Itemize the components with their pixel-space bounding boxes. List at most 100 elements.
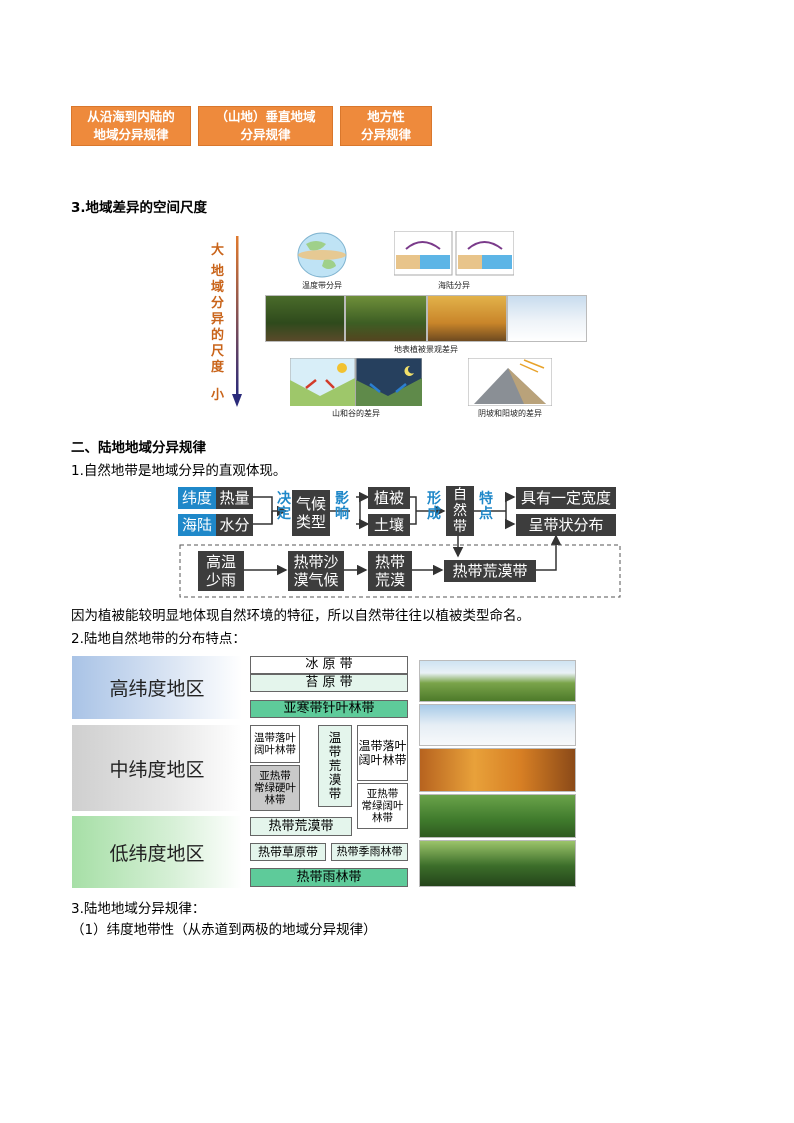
soil-box: 土壤 [368, 514, 410, 536]
autumn-forest-photo [427, 295, 507, 342]
feature-char: 特 [479, 491, 493, 507]
certain-width-box: 具有一定宽度 [516, 487, 616, 509]
box-line: 分异规律 [360, 127, 411, 142]
green-forest-photo [345, 295, 427, 342]
rainforest-photo [265, 295, 345, 342]
monsoon-forest-zone: 热带季雨林带 [331, 843, 408, 861]
natural-zone-char: 带 [453, 519, 467, 535]
tundra-zone: 苔 原 带 [250, 674, 408, 692]
decide-char: 定 [277, 506, 291, 522]
desert-climate-box: 热带沙 漠气候 [288, 551, 344, 591]
paragraph-1: 1.自然地带是地域分异的直观体现。 [71, 463, 287, 479]
caption-sea-land: 海陆分异 [438, 281, 470, 290]
scale-bottom-label: 小 [211, 388, 225, 403]
heat-box: 热量 [216, 487, 253, 509]
temperate-deciduous-right: 温带落叶 阔叶林带 [357, 725, 408, 781]
influence-char: 影 [335, 491, 349, 507]
decide-char: 决 [277, 491, 291, 507]
decide-label: 决 定 [276, 492, 292, 522]
scale-char: 域 [211, 280, 225, 295]
subtropical-broadleaf-zone: 亚热带 常绿阔叶 林带 [357, 783, 408, 829]
section-3-title: 3.地域差异的空间尺度 [71, 200, 208, 216]
sea-land-diagram-icon [394, 231, 514, 276]
paragraph-3-1: （1）纬度地带性（从赤道到两极的地域分异规律） [71, 922, 377, 938]
mid-latitude-region: 中纬度地区 [72, 725, 242, 811]
scale-char: 地 [211, 264, 225, 279]
low-latitude-region: 低纬度地区 [72, 816, 242, 888]
feature-label: 特 点 [478, 492, 494, 522]
temperature-zone-globe-icon [297, 232, 347, 278]
box-line: 荒漠 [374, 571, 405, 589]
zone-line: 林带 [264, 794, 286, 806]
mountain-valley-diagram-icon [290, 358, 422, 406]
scale-char: 异 [211, 312, 225, 327]
part-2-title: 二、陆地地域分异规律 [71, 440, 206, 456]
vegetation-box: 植被 [368, 487, 410, 509]
deciduous-forest-photo [419, 748, 576, 792]
box-line: （山地）垂直地域 [215, 109, 316, 124]
tropical-desert-zone: 热带荒漠带 [250, 817, 352, 836]
zone-char: 带 [328, 744, 342, 759]
box-line: 地域分异规律 [93, 127, 169, 142]
scale-arrow [232, 236, 242, 407]
tropical-desert-box: 热带 荒漠 [368, 551, 412, 591]
feature-char: 点 [479, 506, 493, 522]
natural-zone-char: 然 [453, 503, 467, 519]
form-char: 成 [427, 506, 441, 522]
zone-line: 常绿硬叶 [254, 782, 296, 794]
slope-diagram-icon [468, 358, 552, 406]
sea-land-box: 海陆 [178, 514, 216, 536]
scale-char: 分 [211, 296, 225, 311]
box-line: 漠气候 [293, 571, 339, 589]
zone-line: 亚热带 [366, 788, 399, 800]
box-line: 从沿海到内陆的 [87, 109, 175, 124]
caption-vegetation: 地表植被景观差异 [394, 345, 458, 354]
flow-connectors [179, 491, 621, 598]
taiga-snow-photo [419, 704, 576, 746]
reason-paragraph: 因为植被能较明显地体现自然环境的特征，所以自然带往往以植被类型命名。 [71, 608, 530, 624]
coastal-inland-box: 从沿海到内陆的 地域分异规律 [71, 106, 191, 146]
snow-forest-photo [507, 295, 587, 342]
form-label: 形 成 [426, 492, 442, 522]
zone-line: 林带 [372, 812, 393, 824]
box-line: 地方性 [367, 109, 405, 124]
zone-char: 带 [328, 786, 342, 801]
savanna-zone: 热带草原带 [250, 843, 326, 861]
local-differentiation-box: 地方性 分异规律 [340, 106, 432, 146]
box-line: 分异规律 [240, 127, 291, 142]
zone-char: 温 [328, 730, 342, 745]
taiga-zone: 亚寒带针叶林带 [250, 700, 408, 718]
scale-char: 尺 [211, 344, 225, 359]
broadleaf-forest-photo [419, 794, 576, 838]
box-line: 少雨 [205, 571, 236, 589]
zone-line: 阔叶林带 [358, 753, 407, 767]
strip-distribution-box: 呈带状分布 [516, 514, 616, 536]
box-line: 热带沙 [293, 553, 339, 571]
latitude-box: 纬度 [178, 487, 216, 509]
natural-zone-char: 自 [453, 487, 467, 503]
climate-type-box: 气候类型 [292, 490, 330, 536]
temperate-deciduous-left: 温带落叶 阔叶林带 [250, 725, 300, 763]
high-temp-less-rain-box: 高温 少雨 [198, 551, 244, 591]
tropical-desert-zone-box: 热带荒漠带 [444, 560, 536, 582]
vertical-zonation-box: （山地）垂直地域 分异规律 [198, 106, 333, 146]
high-latitude-region: 高纬度地区 [72, 656, 242, 719]
paragraph-2: 2.陆地自然地带的分布特点： [71, 631, 246, 647]
zone-line: 常绿阔叶 [361, 800, 404, 812]
zone-line: 温带落叶 [358, 739, 407, 753]
scale-axis-label: 地 域 分 异 的 尺 度 [211, 264, 227, 376]
caption-temperature-zone: 温度带分异 [302, 281, 342, 290]
tundra-photo [419, 660, 576, 702]
zone-char: 荒 [328, 758, 342, 773]
influence-label: 影 响 [334, 492, 350, 522]
zone-line: 温带落叶 [254, 732, 296, 744]
zone-line: 亚热带 [259, 770, 291, 782]
zone-line: 阔叶林带 [254, 744, 296, 756]
subtropical-sclerophyll-zone: 亚热带 常绿硬叶 林带 [250, 765, 300, 811]
rainforest-zone-photo [419, 840, 576, 887]
paragraph-3: 3.陆地地域分异规律： [71, 901, 206, 917]
caption-mountain-valley: 山和谷的差异 [332, 409, 380, 418]
form-char: 形 [427, 491, 441, 507]
scale-top-label: 大 [211, 243, 225, 258]
caption-slope: 阴坡和阳坡的差异 [478, 409, 542, 418]
